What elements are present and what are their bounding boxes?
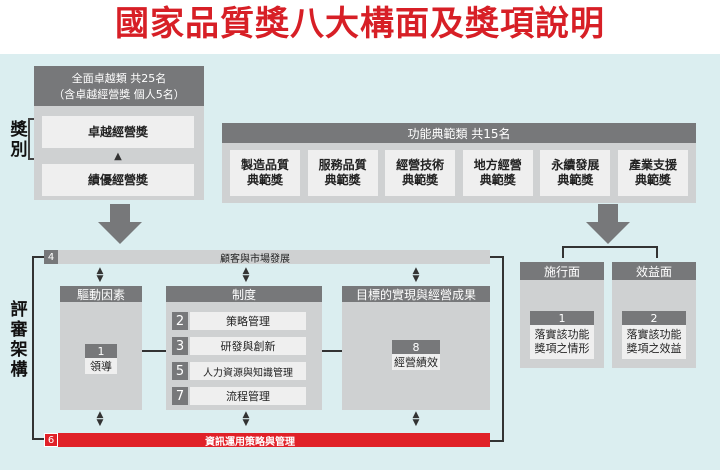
system-header: 制度 — [166, 286, 322, 302]
dimension-number: 7 — [172, 387, 188, 405]
double-arrow-icon: ▲▼ — [96, 410, 104, 428]
dimension-number: 3 — [172, 337, 188, 355]
benefit-line1: 落實該功能 — [626, 328, 682, 341]
hr-knowledge-box: 人力資源與知識管理 — [190, 362, 306, 380]
functional-award-line1: 經營技術 — [396, 158, 445, 172]
information-strategy-bar — [44, 433, 490, 447]
awards-side-label: 獎 別 — [8, 120, 30, 160]
dimension-number: 4 — [44, 250, 58, 264]
functional-award-line2: 典範獎 — [402, 173, 439, 187]
dimension-number: 1 — [85, 344, 117, 358]
implementation-box: 落實該功能 獎項之情形 — [530, 325, 594, 359]
leadership-box: 領導 — [85, 358, 117, 374]
drivers-header: 驅動因素 — [60, 286, 142, 302]
dimension-number: 2 — [622, 311, 686, 325]
connector-line — [142, 350, 166, 352]
functional-award-line1: 產業支援 — [628, 158, 677, 172]
framework-side-label: 評 審 架 構 — [8, 300, 30, 380]
connector-line — [562, 246, 658, 248]
customer-market-label: 顧客與市場發展 — [220, 253, 290, 265]
down-arrow-icon — [98, 204, 142, 244]
double-arrow-icon: ▲▼ — [412, 266, 420, 284]
functional-header: 功能典範類 共15名 — [222, 123, 696, 143]
connector-line — [322, 350, 342, 352]
excellence-header: 全面卓越類 共25名 （含卓越經營獎 個人5名） — [34, 66, 204, 106]
dimension-number: 1 — [530, 311, 594, 325]
framework-bracket — [32, 256, 44, 440]
page-title: 國家品質獎八大構面及獎項說明 — [115, 4, 605, 44]
double-arrow-icon: ▲▼ — [242, 410, 250, 428]
functional-award-line1: 服務品質 — [318, 158, 367, 172]
functional-award-box: 永續發展 典範獎 — [540, 150, 611, 196]
process-box: 流程管理 — [190, 387, 306, 405]
connector-line — [656, 246, 658, 258]
functional-award-line1: 永續發展 — [551, 158, 600, 172]
framework-side-label-char: 評 — [10, 300, 28, 320]
functional-award-box: 服務品質 典範獎 — [307, 150, 378, 196]
functional-award-line2: 典範獎 — [634, 173, 671, 187]
functional-award-line2: 典範獎 — [479, 173, 516, 187]
connector-line — [490, 440, 504, 442]
dimension-number: 2 — [172, 312, 188, 330]
dimension-number: 8 — [392, 340, 440, 354]
implementation-header: 施行面 — [520, 262, 604, 280]
functional-award-line2: 典範獎 — [557, 173, 594, 187]
benefit-line2: 獎項之效益 — [626, 342, 682, 355]
double-arrow-icon: ▲▼ — [242, 266, 250, 284]
information-strategy-label: 資訊運用策略與管理 — [205, 436, 295, 448]
awards-bracket — [28, 118, 36, 160]
functional-award-box: 產業支援 典範獎 — [617, 150, 688, 196]
framework-side-label-char: 架 — [10, 340, 28, 360]
functional-award-line2: 典範獎 — [246, 173, 283, 187]
results-header: 目標的實現與經營成果 — [342, 286, 490, 302]
functional-award-box: 地方經營 典範獎 — [462, 150, 533, 196]
functional-award-line2: 典範獎 — [324, 173, 361, 187]
functional-award-line1: 製造品質 — [240, 158, 289, 172]
implementation-line1: 落實該功能 — [534, 328, 590, 341]
down-arrow-icon — [586, 204, 630, 244]
framework-side-label-char: 構 — [10, 360, 28, 380]
excellence-header-line1: 全面卓越類 共25名 — [71, 72, 167, 85]
functional-items: 製造品質 典範獎 服務品質 典範獎 經營技術 典範獎 地方經營 典範獎 永續發展… — [230, 150, 688, 196]
up-arrow-icon: ▲ — [114, 150, 122, 162]
business-performance-box: 經營績效 — [392, 354, 440, 370]
excellence-award-box: 卓越經營獎 — [42, 116, 194, 148]
connector-line — [562, 246, 564, 258]
dimension-number: 5 — [172, 362, 188, 380]
dimension-number: 6 — [44, 433, 58, 447]
implementation-line2: 獎項之情形 — [534, 342, 590, 355]
benefit-header: 效益面 — [612, 262, 696, 280]
rnd-innovation-box: 研發與創新 — [190, 337, 306, 355]
merit-award-box: 績優經營獎 — [42, 164, 194, 196]
awards-side-label-char: 別 — [10, 140, 28, 160]
functional-award-box: 製造品質 典範獎 — [230, 150, 300, 196]
customer-market-bar — [44, 250, 490, 264]
double-arrow-icon: ▲▼ — [412, 410, 420, 428]
functional-award-line1: 地方經營 — [473, 158, 522, 172]
framework-side-label-char: 審 — [10, 320, 28, 340]
double-arrow-icon: ▲▼ — [96, 266, 104, 284]
excellence-header-line2: （含卓越經營獎 個人5名） — [53, 88, 185, 101]
awards-side-label-char: 獎 — [10, 120, 28, 140]
connector-line — [490, 256, 504, 258]
functional-award-box: 經營技術 典範獎 — [385, 150, 456, 196]
benefit-box: 落實該功能 獎項之效益 — [622, 325, 686, 359]
connector-line — [502, 256, 504, 442]
strategy-box: 策略管理 — [190, 312, 306, 330]
